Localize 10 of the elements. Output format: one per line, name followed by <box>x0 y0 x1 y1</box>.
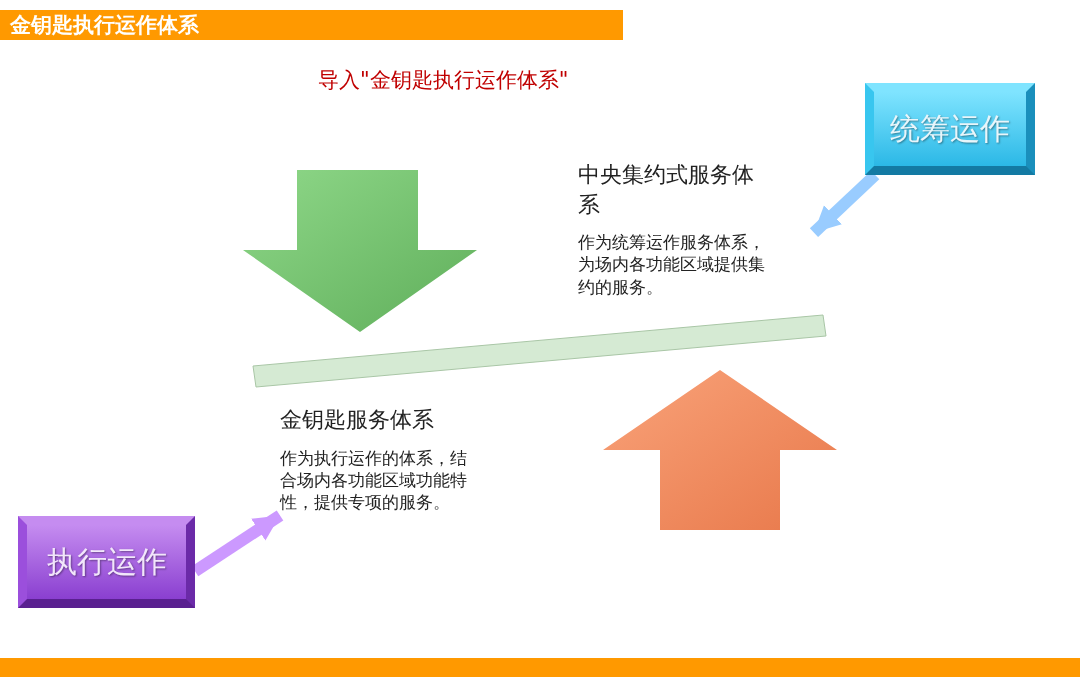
beveled-panel <box>18 516 195 608</box>
section-heading: 金钥匙服务体系 <box>280 406 435 434</box>
section-description: 作为执行运作的体系，结合场内各功能区域功能特性，提供专项的服务。 <box>280 446 468 513</box>
panel-label: 执行运作 <box>46 542 167 581</box>
title-bar: 金钥匙执行运作体系 <box>0 10 623 40</box>
section-heading: 中央集约式服务体系 <box>578 161 755 219</box>
section-description: 作为统筹运作服务体系，为场内各功能区域提供集约的服务。 <box>578 231 766 298</box>
beveled-panel <box>865 83 1035 175</box>
subtitle: 导入"金钥匙执行运作体系" <box>318 67 569 94</box>
panel-label: 统筹运作 <box>890 109 1010 148</box>
